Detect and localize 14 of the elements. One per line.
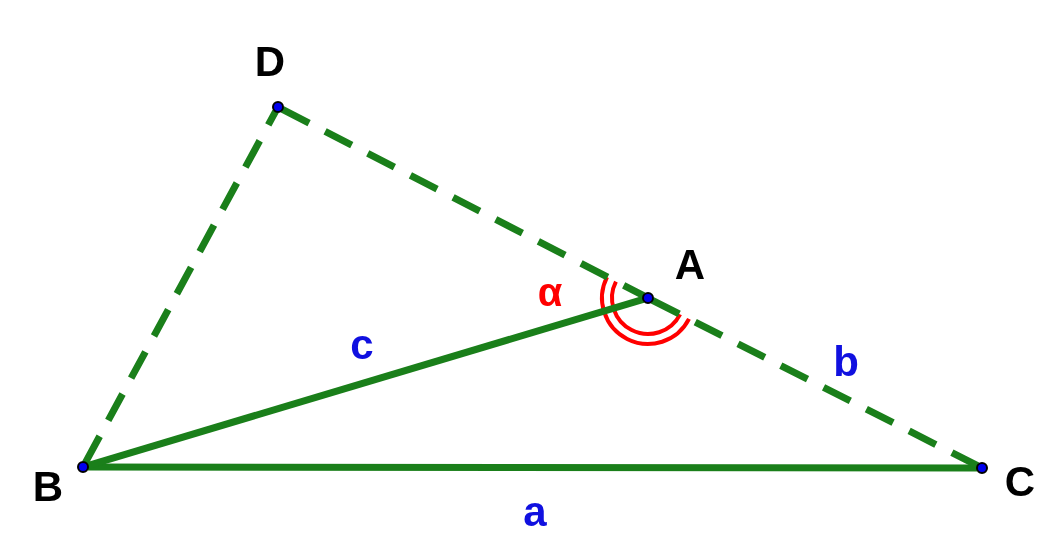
point-marker <box>77 461 89 473</box>
dashed-segment <box>280 106 646 299</box>
angle-label: α <box>537 272 563 312</box>
side-label: a <box>523 491 547 533</box>
point-marker <box>976 462 988 474</box>
point-marker <box>272 101 284 113</box>
point-label: D <box>254 41 286 83</box>
side-label: c <box>350 324 374 366</box>
segment <box>88 463 977 472</box>
point-label: C <box>1004 461 1036 503</box>
dashed-segment <box>82 109 279 465</box>
point-label: B <box>32 466 64 508</box>
point-label: A <box>674 244 706 286</box>
side-label: b <box>833 341 859 383</box>
